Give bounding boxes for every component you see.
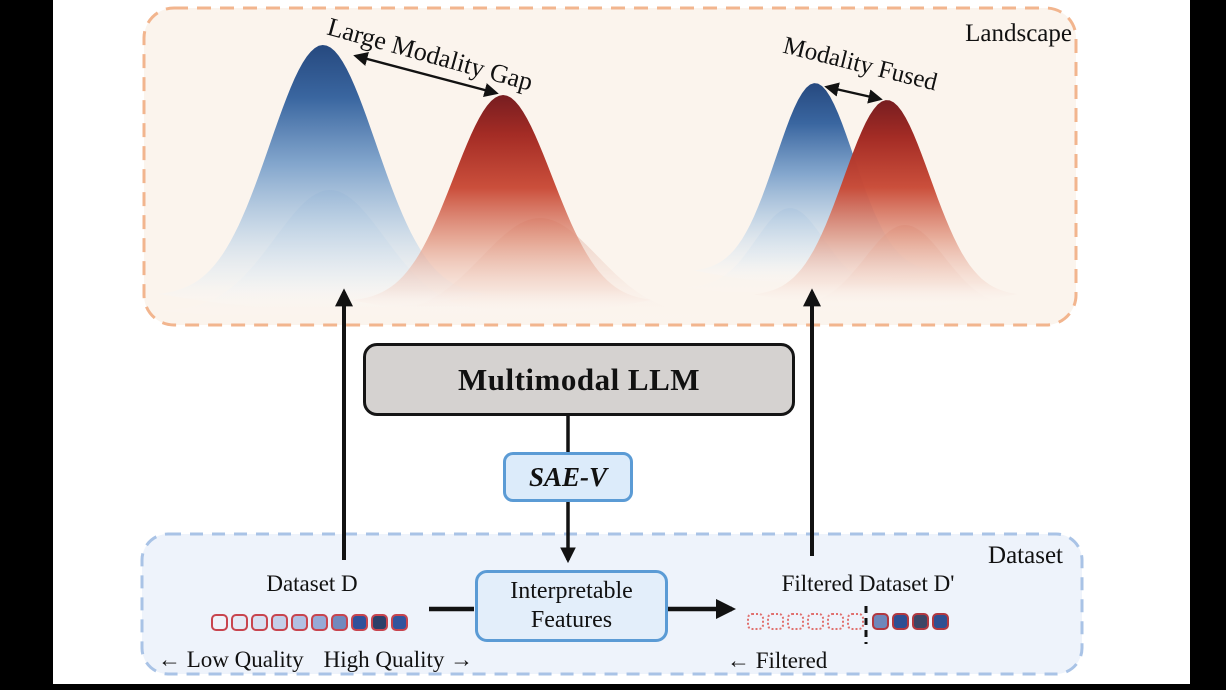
data-sample-square (271, 614, 288, 631)
multimodal-llm-label: Multimodal LLM (457, 361, 701, 397)
data-sample-square (872, 613, 889, 630)
data-sample-square (311, 614, 328, 631)
sae-v-box: SAE-V (503, 452, 633, 502)
modality-gap-double-arrow (353, 51, 499, 98)
dataset-d-title: Dataset D (266, 571, 358, 596)
data-sample-square (231, 614, 248, 631)
landscape-panel-label: Landscape (965, 20, 1072, 47)
removed-sample-square (827, 613, 844, 630)
removed-sample-square (747, 613, 764, 630)
data-sample-square (251, 614, 268, 631)
modality-fused-double-arrow (824, 82, 883, 104)
data-sample-square (932, 613, 949, 630)
modality-distribution-surfaces (158, 45, 1029, 324)
removed-sample-square (787, 613, 804, 630)
high-quality-label: High Quality → (323, 647, 474, 672)
filtered-removed-squares (747, 613, 864, 630)
quality-axis-labels: ← Low Quality High Quality → (158, 647, 473, 673)
data-sample-square (371, 614, 388, 631)
gaussian-surface (753, 100, 1018, 308)
data-sample-square (291, 614, 308, 631)
gaussian-surface (158, 45, 487, 310)
filtered-label: ← Filtered (727, 648, 828, 673)
data-sample-square (211, 614, 228, 631)
removed-sample-square (847, 613, 864, 630)
data-sample-square (391, 614, 408, 631)
removed-sample-square (767, 613, 784, 630)
filtered-dataset-title: Filtered Dataset D' (781, 571, 955, 596)
features-label-line1: Interpretable (510, 577, 633, 604)
removed-sample-square (807, 613, 824, 630)
sae-v-label: SAE-V (528, 461, 608, 492)
filtered-kept-squares (872, 613, 949, 630)
data-sample-square (892, 613, 909, 630)
data-sample-square (351, 614, 368, 631)
gaussian-surface (351, 95, 652, 316)
interpretable-features-box: Interpretable Features (475, 570, 668, 642)
features-label-line2: Features (530, 607, 613, 633)
data-sample-square (912, 613, 929, 630)
data-sample-square (331, 614, 348, 631)
low-quality-label: ← Low Quality (158, 647, 304, 672)
multimodal-llm-box: Multimodal LLM (363, 343, 795, 416)
dataset-panel-label: Dataset (988, 542, 1063, 569)
dataset-d-squares (211, 614, 408, 631)
